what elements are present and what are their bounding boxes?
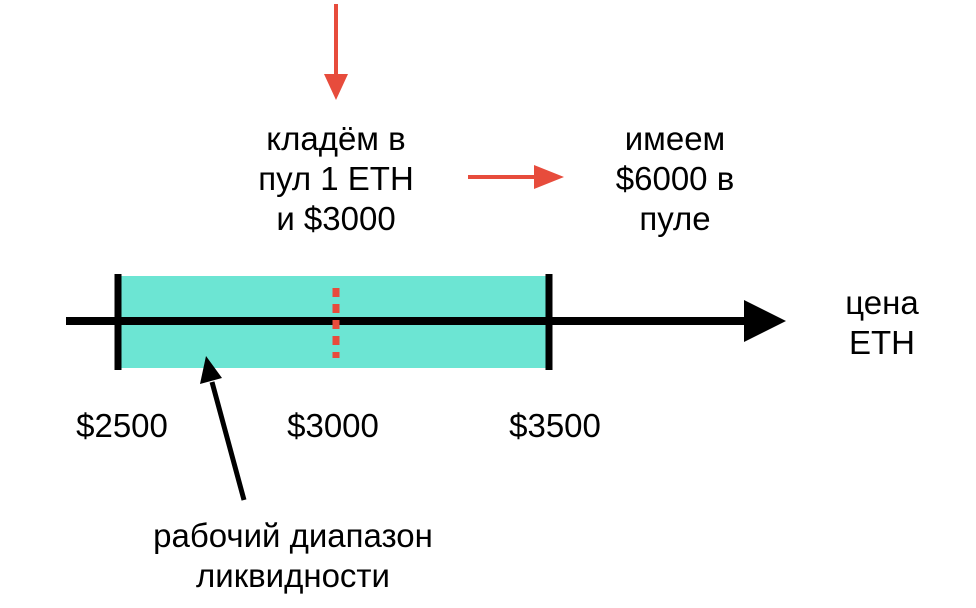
tick-label-3500: $3500 [509,407,601,444]
tick-label-3000: $3000 [287,407,379,444]
result-arrow-head [534,165,564,189]
result-label: имеем $6000 в пуле [580,119,770,239]
range-label-line: ликвидности [196,557,390,594]
deposit-label-line: кладём в [266,120,406,157]
range-pointer-arrow-head [200,356,222,384]
deposit-arrow-head [324,74,348,100]
range-label-line: рабочий диапазон [153,517,433,554]
axis-label-line: ETH [849,324,915,361]
price-axis-arrowhead [744,300,786,342]
tick-label-2500: $2500 [76,407,168,444]
deposit-label: кладём в пул 1 ETH и $3000 [206,119,466,239]
result-label-line: пуле [639,200,711,237]
deposit-label-line: пул 1 ETH [258,160,414,197]
axis-label: цена ETH [822,283,942,363]
deposit-label-line: и $3000 [276,200,396,237]
result-label-line: имеем [624,120,726,157]
range-pointer-arrow-shaft [209,381,247,501]
result-label-line: $6000 в [615,160,735,197]
range-label: рабочий диапазон ликвидности [108,516,478,596]
axis-label-line: цена [845,284,919,321]
